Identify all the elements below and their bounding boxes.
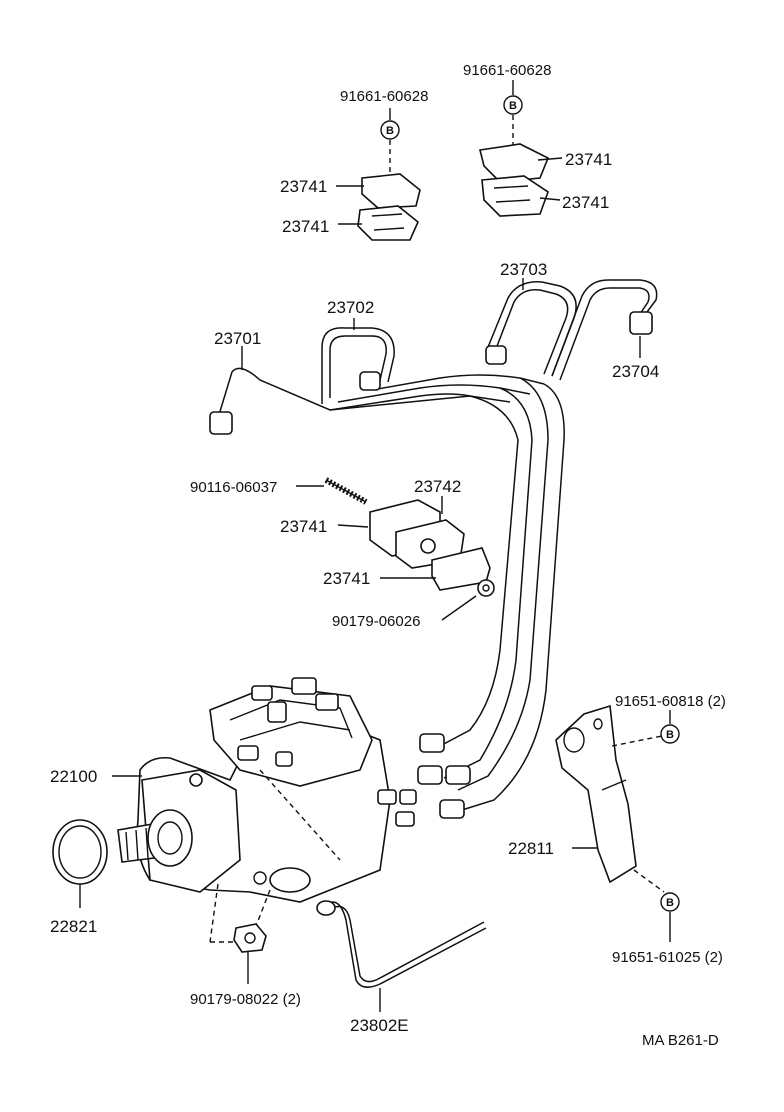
label-23702: 23702	[327, 298, 374, 317]
b-marker-left	[380, 120, 400, 140]
clamp-upper-right	[479, 143, 550, 183]
label-90116-06037: 90116-06037	[190, 479, 277, 496]
part-labels: 91661-60628 91661-60628 23741 23741 2374…	[50, 62, 726, 1049]
nut-90179-08022	[209, 883, 271, 953]
pipe-fitting-23704	[629, 311, 653, 335]
clamp-group-right: B	[479, 95, 550, 217]
nut-90179-06026	[477, 579, 495, 597]
b-marker-bracket-top: B	[666, 729, 674, 741]
label-23741-top-right-upper: 23741	[565, 150, 612, 169]
leader-lines	[79, 80, 671, 1012]
label-22811: 22811	[508, 839, 554, 858]
label-23701: 23701	[214, 329, 261, 348]
pipe-fitting-23703	[485, 345, 507, 365]
label-91651-61025: 91651-61025 (2)	[612, 949, 723, 966]
clamp-lower-right	[481, 175, 549, 217]
pipe-nut-2	[417, 765, 443, 785]
label-23703: 23703	[500, 260, 547, 279]
clamp-lower-left	[357, 205, 419, 241]
b-marker-left-text: B	[386, 125, 394, 137]
clamp-group-left: B	[357, 120, 421, 241]
injection-pipes	[209, 279, 658, 819]
label-22821: 22821	[50, 917, 97, 936]
label-91661-60628-right: 91661-60628	[463, 62, 551, 79]
label-23704: 23704	[612, 362, 659, 381]
pipe-nut-4	[439, 799, 465, 819]
o-ring	[52, 819, 108, 885]
clamp-upper-left	[361, 173, 421, 209]
label-23741-middle-lower: 23741	[323, 569, 370, 588]
label-90179-06026: 90179-06026	[332, 613, 420, 630]
b-marker-right	[503, 95, 523, 115]
pipe-nut-3	[445, 765, 471, 785]
injection-pump	[117, 677, 417, 903]
b-marker-right-text: B	[509, 100, 517, 112]
pipe-nut-1	[419, 733, 445, 753]
label-23741-top-left-upper: 23741	[280, 177, 327, 196]
label-23741-middle-upper: 23741	[280, 517, 327, 536]
label-91651-60818: 91651-60818 (2)	[615, 693, 726, 710]
b-marker-bracket-bottom: B	[666, 897, 674, 909]
label-23802e: 23802E	[350, 1016, 409, 1035]
pipe-fitting-23701	[209, 411, 233, 435]
pipe-fitting-23702	[359, 371, 381, 391]
label-23741-top-right-lower: 23741	[562, 193, 609, 212]
leakage-pipe	[316, 900, 487, 988]
label-91661-60628-left: 91661-60628	[340, 88, 428, 105]
diagram-code: MA B261-D	[642, 1032, 719, 1049]
label-23742: 23742	[414, 477, 461, 496]
bracket: B B	[555, 704, 680, 912]
label-90179-08022: 90179-08022 (2)	[190, 991, 301, 1008]
label-22100: 22100	[50, 767, 97, 786]
label-23741-top-left-lower: 23741	[282, 217, 329, 236]
middle-clamp-assembly	[324, 477, 495, 597]
